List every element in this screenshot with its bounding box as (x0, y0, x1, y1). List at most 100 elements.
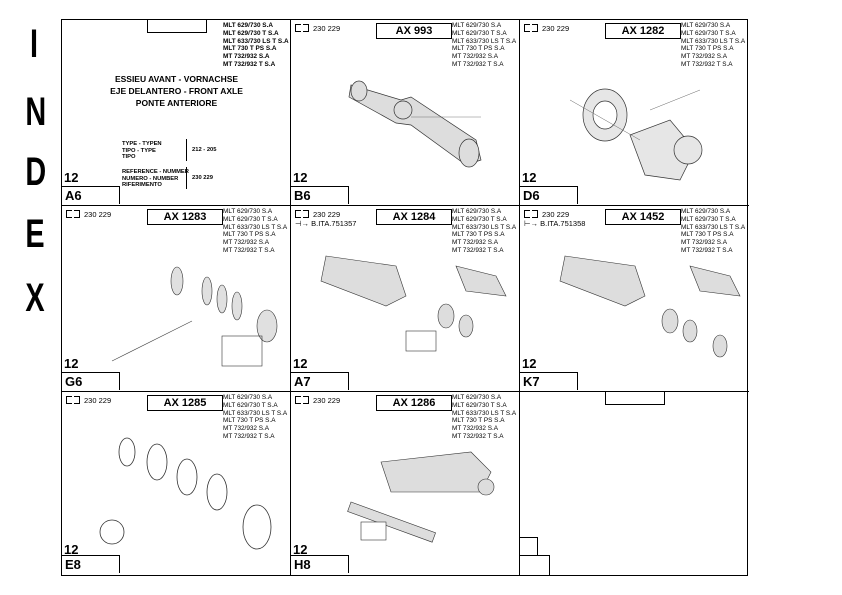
cell-k7[interactable]: 230 229 ⊢→ B.ITA.751358 AX 1452 MLT 629/… (520, 206, 749, 392)
section-code: H8 (291, 555, 349, 573)
section-code: G6 (62, 372, 120, 390)
section-code: A7 (291, 372, 349, 390)
bracket-icon (295, 396, 301, 404)
ref-number: 230 229 (66, 210, 111, 219)
bracket-icon (295, 210, 301, 218)
previous-ref-text: B.ITA.751358 (540, 219, 586, 228)
model-line: MLT 629/730 T S.A (681, 29, 736, 37)
arrow-icon: ⊢→ (524, 219, 539, 228)
ref-text: 230 229 (84, 210, 112, 219)
cell-b6[interactable]: 230 229 AX 993 MLT 629/730 S.A MLT 629/7… (291, 20, 520, 206)
cover-cell[interactable]: MLT 629/730 S.A MLT 629/730 T S.A MLT 63… (62, 20, 291, 206)
ref-text: 230 229 (313, 210, 341, 219)
axle-exploded-drawing (320, 255, 507, 352)
model-line: MLT 633/730 LS T S.A (223, 409, 288, 417)
section-code: D6 (520, 186, 578, 204)
model-line: MT 732/932 S.A (223, 425, 270, 433)
cell-empty (520, 392, 749, 575)
ref-number: 230 229 (524, 24, 569, 33)
model-line: MLT 633/730 LS T S.A (681, 223, 746, 231)
ref-number: 230 229 (295, 210, 340, 219)
model-line: MLT 629/730 T S.A (223, 401, 278, 409)
model-line: MLT 730 T PS S.A (681, 231, 734, 239)
reference-label: RIFERIMENTO (122, 182, 162, 188)
model-line: MT 732/932 T S.A (452, 246, 504, 254)
cell-h8[interactable]: 230 229 AX 1286 MLT 629/730 S.A MLT 629/… (291, 392, 520, 575)
type-label: TIPO - TYPE (122, 147, 156, 154)
axle-housing-drawing (348, 80, 482, 168)
model-line: MT 732/932 S.A (452, 53, 499, 61)
cell-e8[interactable]: 230 229 AX 1285 MLT 629/730 S.A MLT 629/… (62, 392, 291, 575)
hub-exploded-drawing (569, 88, 703, 181)
model-line: MT 732/932 S.A (452, 425, 499, 433)
index-letter-n: N (25, 90, 47, 134)
ref-text: 230 229 (542, 24, 570, 33)
model-line: MT 732/932 T S.A (452, 60, 504, 68)
reference-divider (186, 167, 187, 189)
model-line: MT 732/932 T S.A (681, 246, 733, 254)
bracket-icon (532, 24, 538, 32)
bracket-icon (303, 396, 309, 404)
section-code: E8 (62, 555, 120, 573)
model-line: MLT 629/730 T S.A (452, 29, 507, 37)
model-line: MLT 730 T PS S.A (452, 417, 505, 425)
index-letter-x: X (25, 276, 45, 320)
cell-d6[interactable]: 230 229 AX 1282 MLT 629/730 S.A MLT 629/… (520, 20, 749, 206)
model-line: MLT 629/730 S.A (681, 208, 731, 215)
bracket-icon (66, 210, 72, 218)
ref-text: 230 229 (542, 210, 570, 219)
reference-label: REFERENCE - NUMMER (122, 169, 189, 175)
steering-cylinder-drawing (347, 451, 495, 543)
title-line: ESSIEU AVANT - VORNACHSE (114, 74, 239, 84)
model-line: MLT 633/730 LS T S.A (452, 223, 517, 231)
model-line: MLT 629/730 T S.A (681, 215, 736, 223)
model-list: MLT 629/730 S.A MLT 629/730 T S.A MLT 63… (452, 208, 516, 255)
model-line: MLT 629/730 S.A (681, 22, 731, 29)
reference-value: 230 229 (192, 175, 213, 181)
section-code: B6 (291, 186, 349, 204)
ax-box: AX 1286 (376, 395, 452, 411)
empty-code-box (520, 555, 550, 575)
model-line: MLT 730 T PS S.A (223, 417, 276, 425)
model-line: MLT 629/730 T S.A (452, 215, 507, 223)
model-line: MT 732/932 S.A (223, 53, 270, 61)
cell-g6[interactable]: 230 229 AX 1283 MLT 629/730 S.A MLT 629/… (62, 206, 291, 392)
bracket-icon (74, 210, 80, 218)
model-list: MLT 629/730 S.A MLT 629/730 T S.A MLT 63… (223, 208, 287, 255)
differential-exploded-drawing (111, 266, 278, 367)
type-labels: TYPE - TYPEN TIPO - TYPE TIPO (122, 141, 162, 161)
ref-number: 230 229 (295, 24, 340, 33)
page-number: 12 (293, 542, 308, 557)
title-line: PONTE ANTERIORE (135, 98, 218, 108)
cover-model-list: MLT 629/730 S.A MLT 629/730 T S.A MLT 63… (223, 22, 289, 69)
model-line: MLT 629/730 S.A (223, 394, 273, 401)
model-line: MLT 633/730 LS T S.A (452, 37, 517, 45)
section-code: A6 (62, 186, 120, 204)
model-line: MLT 629/730 S.A (223, 208, 273, 215)
bracket-icon (303, 210, 309, 218)
model-list: MLT 629/730 S.A MLT 629/730 T S.A MLT 63… (681, 208, 745, 255)
cell-a7[interactable]: 230 229 ⊣→ B.ITA.751357 AX 1284 MLT 629/… (291, 206, 520, 392)
model-line: MLT 730 T PS S.A (452, 45, 505, 53)
model-line: MT 732/932 T S.A (223, 60, 276, 68)
ax-box: AX 993 (376, 23, 452, 39)
brake-discs-drawing (99, 437, 272, 550)
bracket-icon (303, 24, 309, 32)
bracket-icon (74, 396, 80, 404)
bracket-icon (524, 210, 530, 218)
bracket-icon (66, 396, 72, 404)
ref-number: 230 229 (295, 396, 340, 405)
model-line: MLT 629/730 T S.A (223, 29, 279, 37)
empty-page-box (520, 537, 538, 555)
cover-title: ESSIEU AVANT - VORNACHSE EJE DELANTERO -… (62, 73, 291, 109)
title-line: EJE DELANTERO - FRONT AXLE (110, 86, 243, 96)
index-letter-d: D (25, 150, 47, 194)
page-number: 12 (64, 170, 79, 185)
model-line: MLT 629/730 T S.A (452, 401, 507, 409)
empty-tab (147, 20, 207, 33)
model-line: MT 732/932 S.A (223, 239, 270, 247)
model-line: MLT 629/730 S.A (452, 208, 502, 215)
ax-box: AX 1283 (147, 209, 223, 225)
page-number: 12 (64, 542, 79, 557)
model-line: MLT 633/730 LS T S.A (681, 37, 746, 45)
